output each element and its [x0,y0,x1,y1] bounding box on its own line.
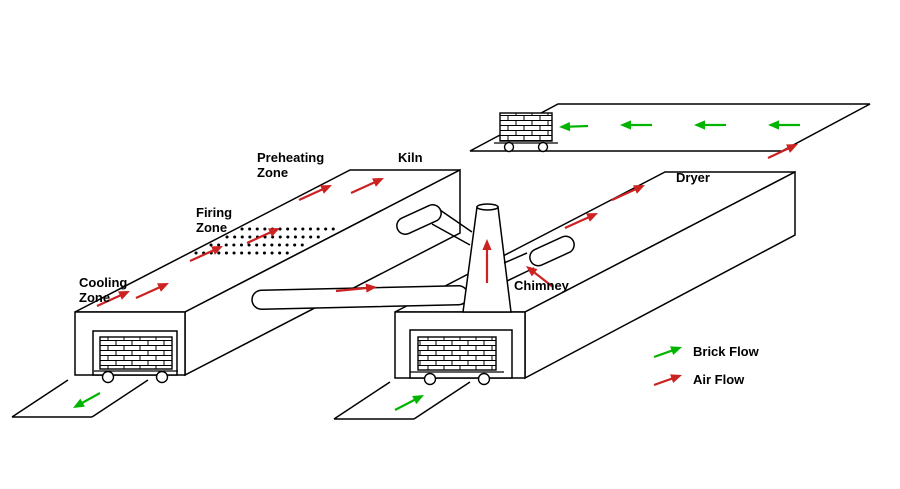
exhaust-port-connector [431,209,473,246]
brick-cart-body [499,112,553,142]
air-flow-arrow [335,283,377,293]
air-flow-arrow [298,185,332,202]
inlet-port-capsule [529,235,575,267]
kiln-exit-track [11,379,149,418]
cart-wheel [155,370,169,384]
cart-wheel [101,370,115,384]
brick-flow-arrow [768,120,800,130]
air-flow-arrow [767,144,798,159]
label-dryer: Dryer [676,170,710,185]
transfer-cart [494,112,558,153]
kiln-cart [94,336,178,384]
cart-wheel [423,372,437,386]
label-chimney: Chimney [514,278,569,293]
air-flow-arrow [189,246,223,263]
brick-cart-body [417,336,497,371]
cart-wheel [503,141,515,153]
label-kiln: Kiln [398,150,423,165]
air-flow-arrow [350,178,384,195]
label-preheating-zone: Preheating Zone [257,150,325,180]
dryer-structure [333,170,796,420]
brick-flow-arrow [694,120,726,130]
dryer-cart [410,336,504,386]
legend-air-flow-label: Air Flow [693,372,745,387]
brick-flow-arrow [559,122,589,132]
firing-zone-dots [194,227,342,255]
chimney-rim [476,203,499,211]
air-flow-arrow [526,266,554,288]
arrows-layer [73,120,800,411]
legend-brick-flow-arrow [653,346,682,359]
dryer-entry-track [333,381,471,420]
air-flow-arrow [482,239,492,283]
cart-wheel [537,141,549,153]
brick-cart-body [99,336,173,370]
legend-brick-flow-label: Brick Flow [693,344,759,359]
brick-flow-arrow [394,395,424,411]
brick-flow-arrow [73,392,101,408]
legend-air-flow-arrow [653,374,682,387]
label-cooling-zone: Cooling Zone [79,275,128,305]
cart-wheel [477,372,491,386]
air-flow-arrow [564,213,598,230]
air-flow-arrow [611,185,645,202]
kiln-exhaust-port [396,204,473,246]
air-flow-arrow [135,283,169,300]
dryer-inlet-port [503,235,575,282]
air-flow-arrow [96,291,130,308]
brick-flow-arrow [620,120,652,130]
kiln-structure [11,168,461,418]
air-flow-arrow [246,228,280,245]
label-firing-zone: Firing Zone [196,205,233,235]
